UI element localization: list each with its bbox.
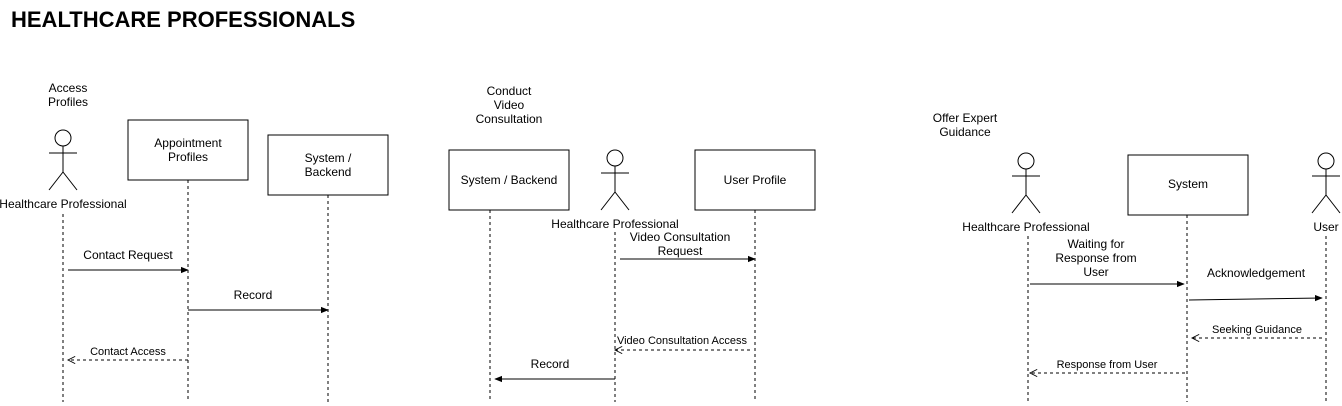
- stick-figure-icon: [1011, 152, 1041, 214]
- message-label: Seeking Guidance: [1212, 324, 1302, 336]
- stick-figure-icon: [1311, 152, 1341, 214]
- stick-figure-icon: [600, 149, 630, 211]
- participant-user-profile[interactable]: User Profile: [694, 149, 816, 211]
- message-video-consultation-access[interactable]: Video Consultation Access: [615, 335, 750, 350]
- actor-healthcare-professional[interactable]: Healthcare Professional: [962, 152, 1090, 234]
- page-title: HEALTHCARE PROFESSIONALS: [11, 7, 356, 32]
- participant-label: User Profile: [724, 173, 787, 187]
- participant-system-backend[interactable]: System / Backend: [448, 149, 570, 211]
- participant-label: Healthcare Professional: [962, 220, 1089, 234]
- actor-user[interactable]: User: [1311, 152, 1341, 234]
- participant-label: System / Backend: [461, 173, 558, 187]
- message-record[interactable]: Record: [494, 357, 615, 383]
- message-label: Contact Access: [90, 346, 166, 358]
- participant-label: System /Backend: [305, 151, 352, 179]
- message-label: Record: [234, 288, 273, 302]
- message-acknowledgement[interactable]: Acknowledgement: [1188, 266, 1323, 302]
- participant-label: User: [1313, 220, 1338, 234]
- message-label: Video Consultation Access: [617, 335, 748, 347]
- actor-healthcare-professional[interactable]: Healthcare Professional: [551, 149, 679, 231]
- message-label: Record: [531, 357, 570, 371]
- participant-system[interactable]: System: [1127, 154, 1249, 216]
- message-response-from-user[interactable]: Response from User: [1030, 359, 1185, 373]
- message-record[interactable]: Record: [188, 288, 329, 314]
- participant-label: System: [1168, 177, 1208, 191]
- message-label: Acknowledgement: [1207, 266, 1306, 280]
- actor-healthcare-professional[interactable]: Healthcare Professional: [0, 129, 127, 211]
- message-label: Contact Request: [83, 248, 173, 262]
- stick-figure-icon: [48, 129, 78, 191]
- participant-label: Healthcare Professional: [551, 217, 678, 231]
- message-contact-access[interactable]: Contact Access: [68, 346, 188, 360]
- message-seeking-guidance[interactable]: Seeking Guidance: [1192, 324, 1322, 338]
- participant-label: Healthcare Professional: [0, 197, 127, 211]
- message-label: Response from User: [1057, 359, 1158, 371]
- participant-system-backend[interactable]: System /Backend: [267, 134, 389, 196]
- message-contact-request[interactable]: Contact Request: [68, 248, 189, 274]
